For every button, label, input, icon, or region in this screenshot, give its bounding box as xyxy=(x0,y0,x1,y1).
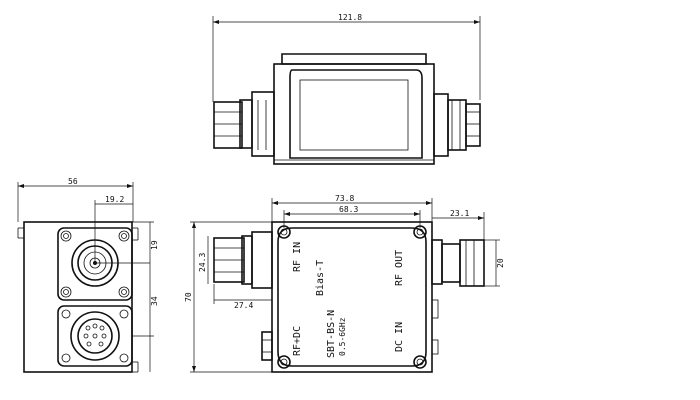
dim-side-right-b: 34 xyxy=(150,296,159,306)
label-rf-out: RF OUT xyxy=(394,250,405,286)
front-dc-stub xyxy=(261,331,273,361)
screw-hole xyxy=(61,309,71,319)
front-view: 70 73.8 68.3 23.1 xyxy=(184,194,505,373)
dim-front-right: 23.1 xyxy=(450,209,469,218)
corner-screw xyxy=(413,225,427,239)
corner-screw xyxy=(277,225,291,239)
dim-top-overall: 121.8 xyxy=(338,13,362,22)
dim-front-right-height: 20 xyxy=(496,258,505,268)
screw-hole xyxy=(118,286,130,298)
corner-screw xyxy=(277,355,291,369)
arrow-left xyxy=(213,20,219,24)
side-dc-flange xyxy=(57,305,133,367)
top-body-panel xyxy=(289,69,423,159)
dim-front-outer: 73.8 xyxy=(335,194,354,203)
dim-front-conn-height: 24.3 xyxy=(198,253,207,272)
front-left-flange xyxy=(251,231,273,289)
dim-side-width: 56 xyxy=(68,177,78,186)
screw-hole xyxy=(119,309,129,319)
front-lid xyxy=(277,227,427,367)
front-right-nut xyxy=(441,243,461,283)
top-body-lid xyxy=(281,53,427,65)
front-right-flange xyxy=(431,239,443,285)
label-dc-in: DC IN xyxy=(394,322,405,352)
screw-hole xyxy=(119,353,129,363)
arrow-right xyxy=(474,20,480,24)
screw-hole xyxy=(118,230,130,242)
screw-hole xyxy=(60,230,72,242)
dim-front-left-offset: 27.4 xyxy=(234,301,253,310)
top-right-connector xyxy=(465,103,481,147)
top-right-flange xyxy=(433,93,449,157)
corner-screw xyxy=(413,355,427,369)
label-rf-dc: RF+DC xyxy=(292,326,303,356)
top-right-nut xyxy=(447,99,467,151)
side-dc-connector xyxy=(70,311,120,361)
top-left-connector xyxy=(213,101,243,149)
front-right-connector xyxy=(459,239,485,287)
label-model-sub: 0.5-6GHz xyxy=(338,317,347,356)
label-rf-in: RF IN xyxy=(292,242,303,272)
screw-hole xyxy=(61,353,71,363)
dim-side-offset: 19.2 xyxy=(105,195,124,204)
label-model: SBT-BS-N xyxy=(326,310,337,358)
top-view: 121.8 xyxy=(212,13,481,165)
dim-side-right-a: 19 xyxy=(150,240,159,250)
screw-hole xyxy=(60,286,72,298)
dim-overall-height: 70 xyxy=(184,292,193,302)
side-view: 56 19.2 xyxy=(17,177,159,373)
side-n-flange xyxy=(57,227,133,301)
top-body-inner xyxy=(299,79,409,151)
label-bias-tee: Bias-T xyxy=(315,260,326,296)
top-left-flange xyxy=(251,91,275,157)
top-body-outline xyxy=(273,63,435,165)
dim-front-inner: 68.3 xyxy=(339,205,358,214)
